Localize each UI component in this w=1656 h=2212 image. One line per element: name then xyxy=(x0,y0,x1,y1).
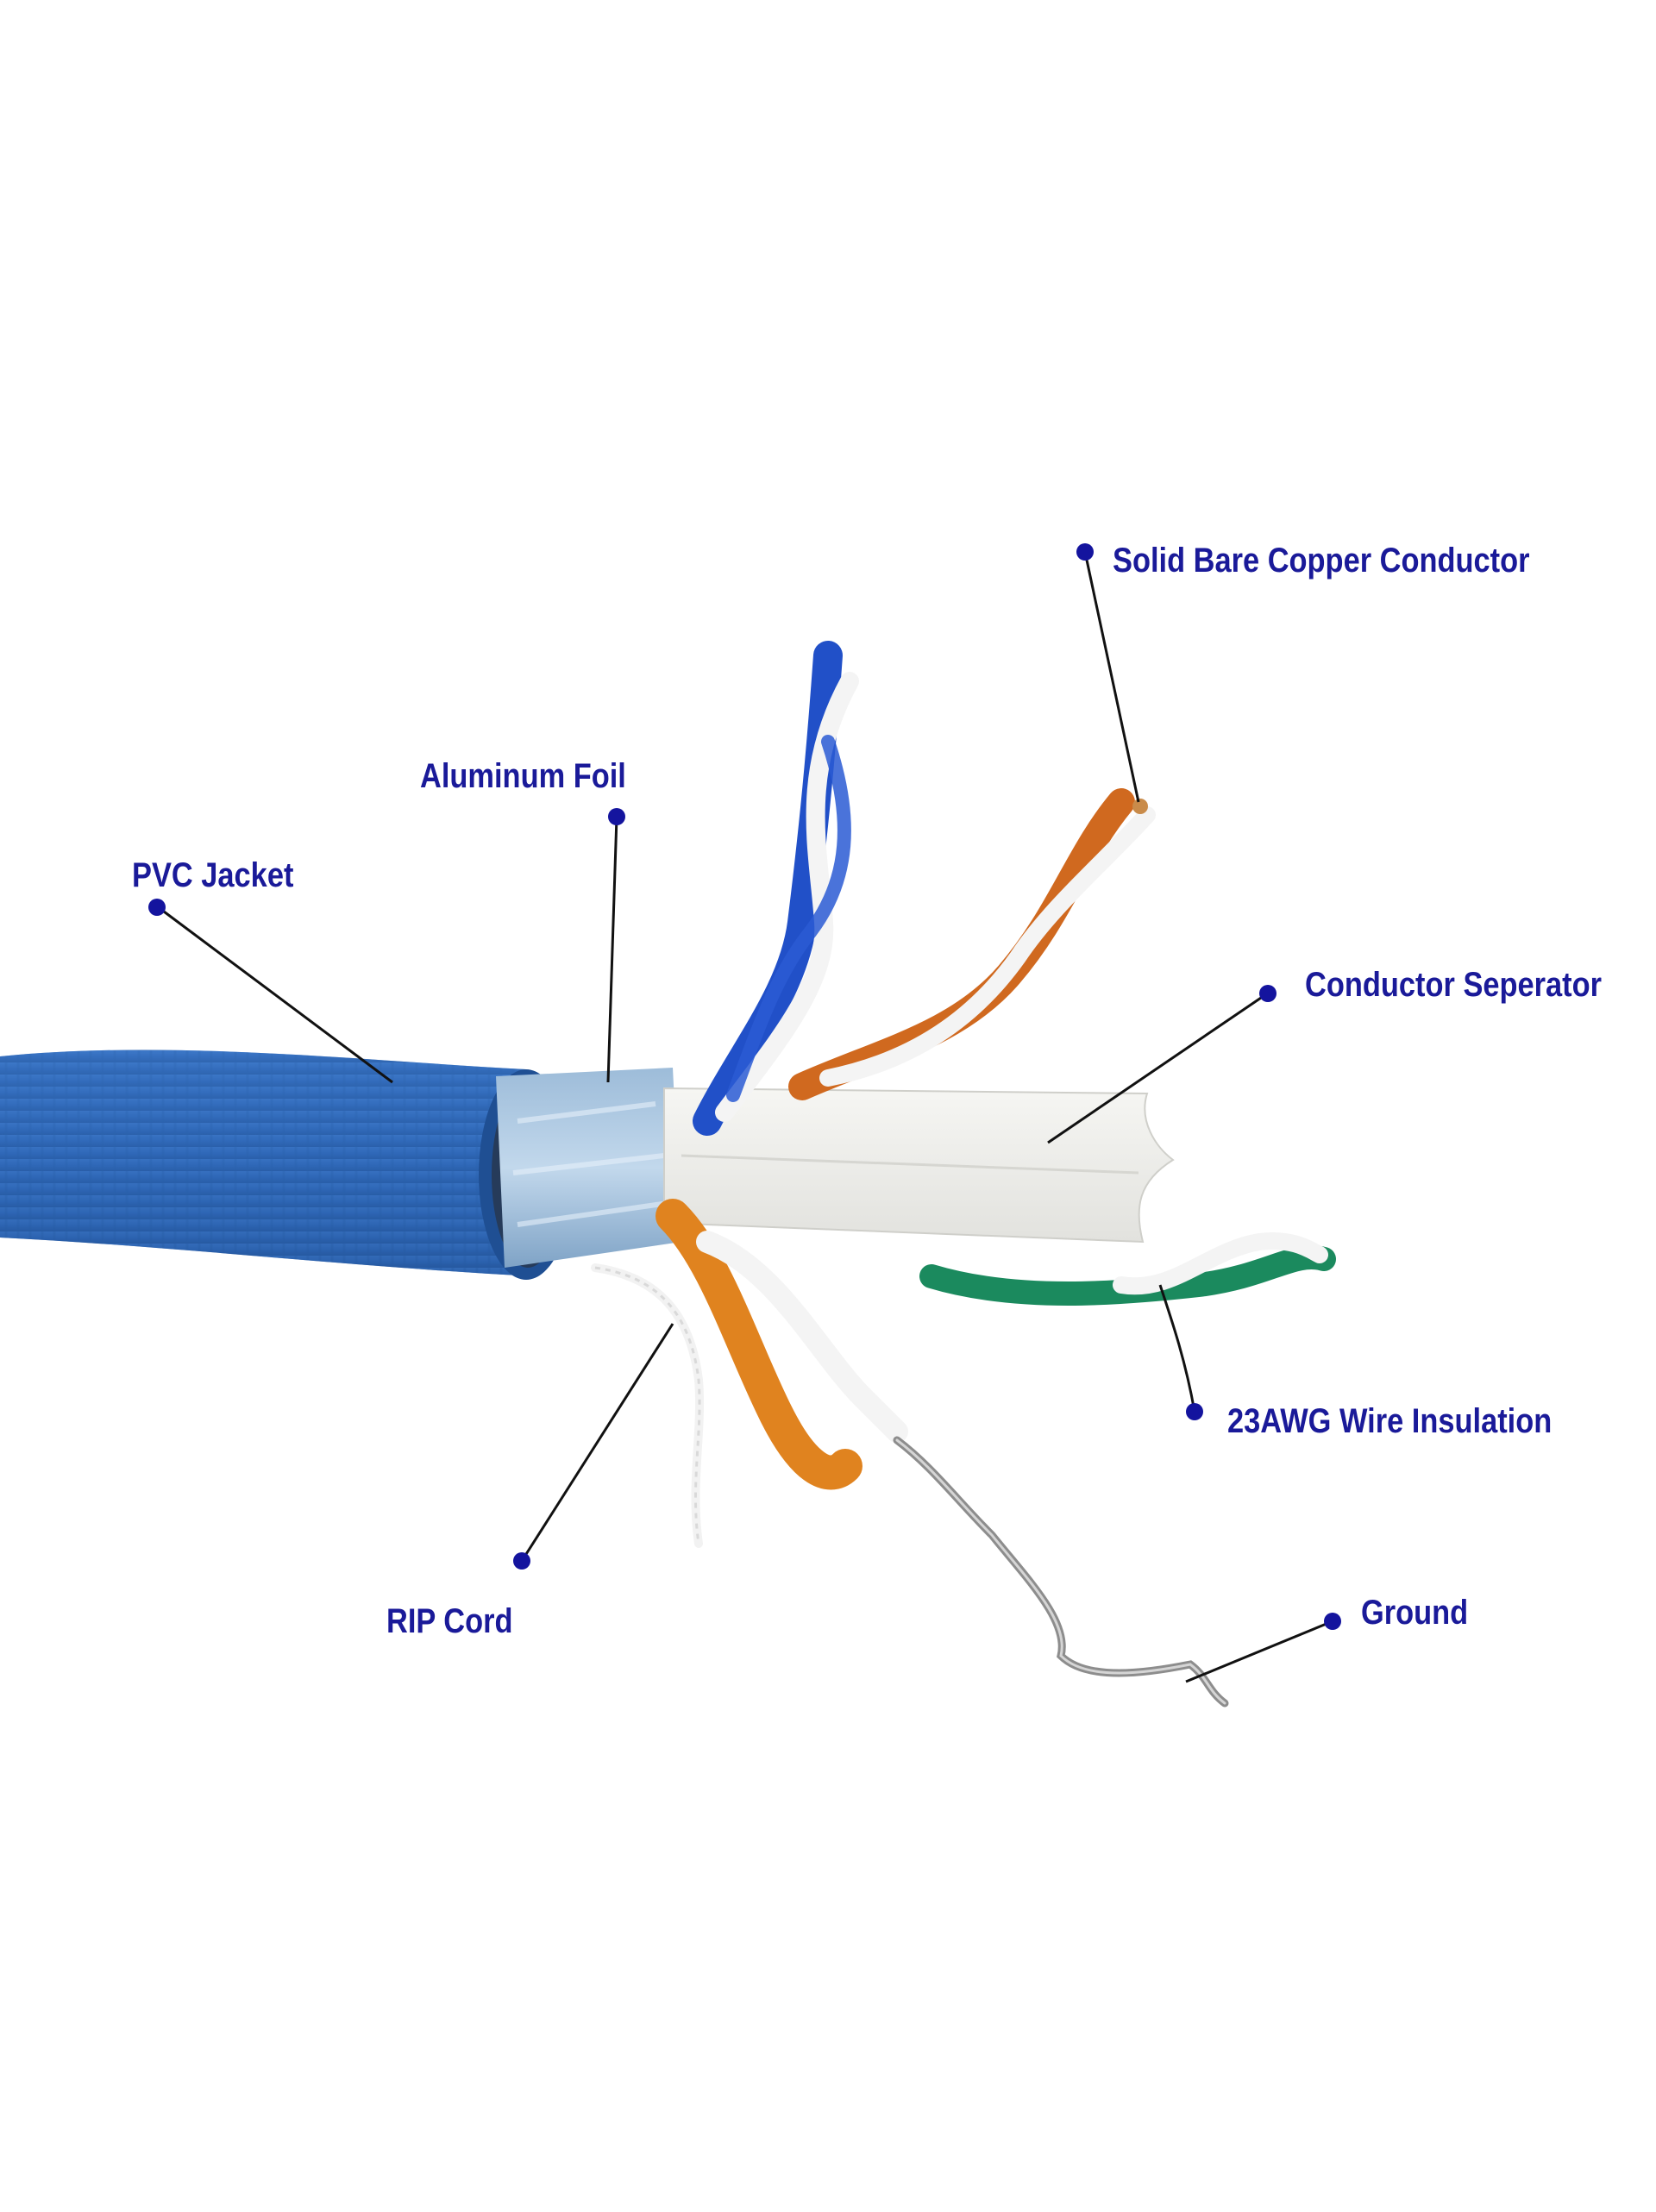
leader-line-solid-copper xyxy=(1083,551,1140,803)
label-conductor-separator: Conductor Seperator xyxy=(1305,966,1603,1004)
label-ground: Ground xyxy=(1361,1594,1469,1632)
leader-line-rip-cord xyxy=(520,1323,674,1562)
pvc-jacket-shape xyxy=(0,1050,574,1280)
leader-line-conductor-separator xyxy=(1047,994,1264,1144)
label-solid-copper-conductor: Solid Bare Copper Conductor xyxy=(1113,542,1530,580)
leader-line-aluminum-foil xyxy=(606,816,618,1083)
conductor-separator-shape xyxy=(663,1087,1175,1244)
aluminum-foil-shape xyxy=(496,1068,681,1268)
orange-twisted-pair-upper xyxy=(788,788,1156,1100)
green-twisted-pair xyxy=(919,1232,1336,1306)
marker-dot-rip-cord xyxy=(513,1552,530,1570)
orange-twisted-pair-lower xyxy=(656,1199,908,1490)
marker-dot-conductor-separator xyxy=(1259,985,1276,1002)
blue-twisted-pair xyxy=(693,641,859,1136)
leader-line-wire-insulation xyxy=(1158,1284,1196,1413)
leader-line-pvc-jacket xyxy=(163,910,393,1084)
marker-dot-ground xyxy=(1324,1613,1341,1630)
label-aluminum-foil: Aluminum Foil xyxy=(420,757,626,795)
ground-wire-shape xyxy=(893,1436,1229,1708)
marker-dot-wire-insulation xyxy=(1186,1403,1203,1420)
marker-dot-pvc-jacket xyxy=(148,899,166,916)
label-pvc-jacket: PVC Jacket xyxy=(132,856,294,894)
rip-cord-shape xyxy=(591,1263,705,1548)
marker-dot-aluminum-foil xyxy=(608,808,625,825)
label-rip-cord: RIP Cord xyxy=(386,1602,513,1640)
marker-dot-solid-copper xyxy=(1076,543,1094,561)
leader-line-ground xyxy=(1185,1620,1333,1683)
label-23awg-wire-insulation: 23AWG Wire Insulation xyxy=(1227,1402,1552,1440)
